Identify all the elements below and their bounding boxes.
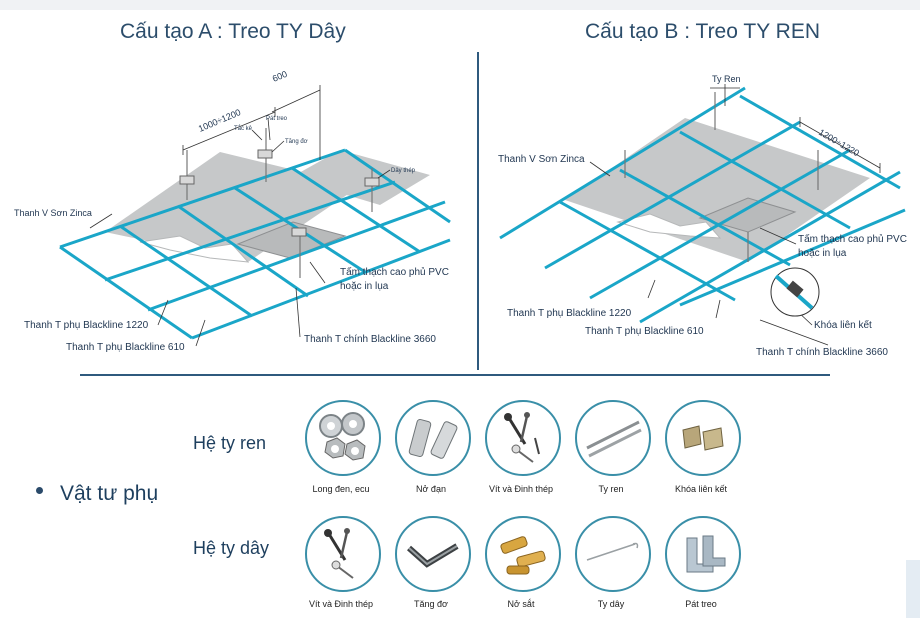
label-thanh-t-phu-610-a: Thanh T phụ Blackline 610 <box>66 342 185 353</box>
washer-nut-icon <box>305 400 381 476</box>
caption-pat-treo: Pát treo <box>685 599 717 609</box>
label-tang-do: Tăng đơ <box>285 139 308 145</box>
floating-panel-a <box>236 221 347 259</box>
threaded-rod-icon <box>575 400 651 476</box>
hanger-clips-a <box>179 149 380 237</box>
label-pat-treo: Pát treo <box>266 116 288 122</box>
screws-icon <box>305 516 381 592</box>
label-tam-thach-cao-a-2: hoặc in lụa <box>340 281 389 292</box>
vertical-divider <box>477 52 479 370</box>
turnbuckle-icon <box>395 516 471 592</box>
caption-ty-ren: Ty ren <box>598 484 624 494</box>
bullet-point <box>36 487 43 494</box>
caption-khoa-lien-ket: Khóa liên kết <box>674 484 728 494</box>
edge-tab <box>906 560 920 618</box>
diagram-a: 1000÷1200 600 Tắc kê Pát treo Tăng đơ Dâ… <box>14 69 451 353</box>
caption-no-dan: Nở đạn <box>416 484 446 494</box>
ceiling-diagrams: 1000÷1200 600 Tắc kê Pát treo Tăng đơ Dâ… <box>14 69 907 358</box>
label-tam-thach-cao-b-1: Tấm thạch cao phủ PVC <box>798 233 907 245</box>
torn-edge-b <box>616 213 722 239</box>
row-label-he-ty-day: Hệ ty dây <box>193 538 270 558</box>
hangers-b <box>624 92 819 262</box>
wire-hanger-icon <box>575 516 651 592</box>
label-thanh-v-b: Thanh V Sơn Zinca <box>498 154 585 165</box>
dimension-lines-a <box>89 85 391 347</box>
label-tam-thach-cao-b-2: hoặc in lụa <box>798 248 847 259</box>
bracket-icon <box>665 516 741 592</box>
top-strip <box>0 0 920 10</box>
ceiling-panels-b <box>565 118 870 262</box>
detail-clip-khoa <box>786 280 804 298</box>
label-thanh-t-phu-610-b: Thanh T phụ Blackline 610 <box>585 326 704 337</box>
anchor-bolt-icon <box>395 400 471 476</box>
screws-icon <box>485 400 561 476</box>
grid-lines-b <box>499 86 906 324</box>
caption-long-den-ecu: Long đen, ecu <box>312 484 370 494</box>
caption-tang-do: Tăng đơ <box>414 599 448 609</box>
connector-clip-icon <box>665 400 741 476</box>
label-ty-ren: Ty Ren <box>712 74 741 84</box>
label-tac-ke: Tắc kê <box>234 125 253 132</box>
steel-anchor-icon <box>485 516 561 592</box>
dimension-600: 600 <box>271 69 289 84</box>
label-thanh-t-chinh-a: Thanh T chính Blackline 3660 <box>304 334 436 345</box>
caption-vit-dinh-thep-1: Vít và Đinh thép <box>488 484 554 494</box>
label-thanh-v-a: Thanh V Sơn Zinca <box>14 208 92 218</box>
label-thanh-t-phu-1220-a: Thanh T phụ Blackline 1220 <box>24 320 149 331</box>
heading-vat-tu-phu: Vật tư phụ <box>60 482 159 505</box>
title-config-b: Cấu tạo B : Treo TY REN <box>585 20 820 43</box>
diagram-b: Ty Ren 1200÷1220 Thanh V Sơn Zinca Tấm t… <box>498 74 907 358</box>
label-thanh-t-chinh-b: Thanh T chính Blackline 3660 <box>756 347 888 358</box>
caption-no-sat: Nở sắt <box>507 599 535 609</box>
caption-ty-day: Ty dây <box>597 599 625 609</box>
caption-vit-dinh-thep-2: Vít và Đinh thép <box>308 599 374 609</box>
label-tam-thach-cao-a-1: Tấm thạch cao phủ PVC <box>340 266 449 278</box>
grid-lines-a <box>59 148 451 340</box>
label-thanh-t-phu-1220-b: Thanh T phụ Blackline 1220 <box>507 308 632 319</box>
label-day-thep: Dây thép <box>391 168 416 174</box>
row-label-he-ty-ren: Hệ ty ren <box>193 433 267 453</box>
ceiling-panels-a-right <box>290 150 430 205</box>
title-config-a: Cấu tạo A : Treo TY Dây <box>120 20 346 43</box>
horizontal-divider <box>80 374 830 376</box>
label-khoa-lien-ket: Khóa liên kết <box>814 319 872 331</box>
